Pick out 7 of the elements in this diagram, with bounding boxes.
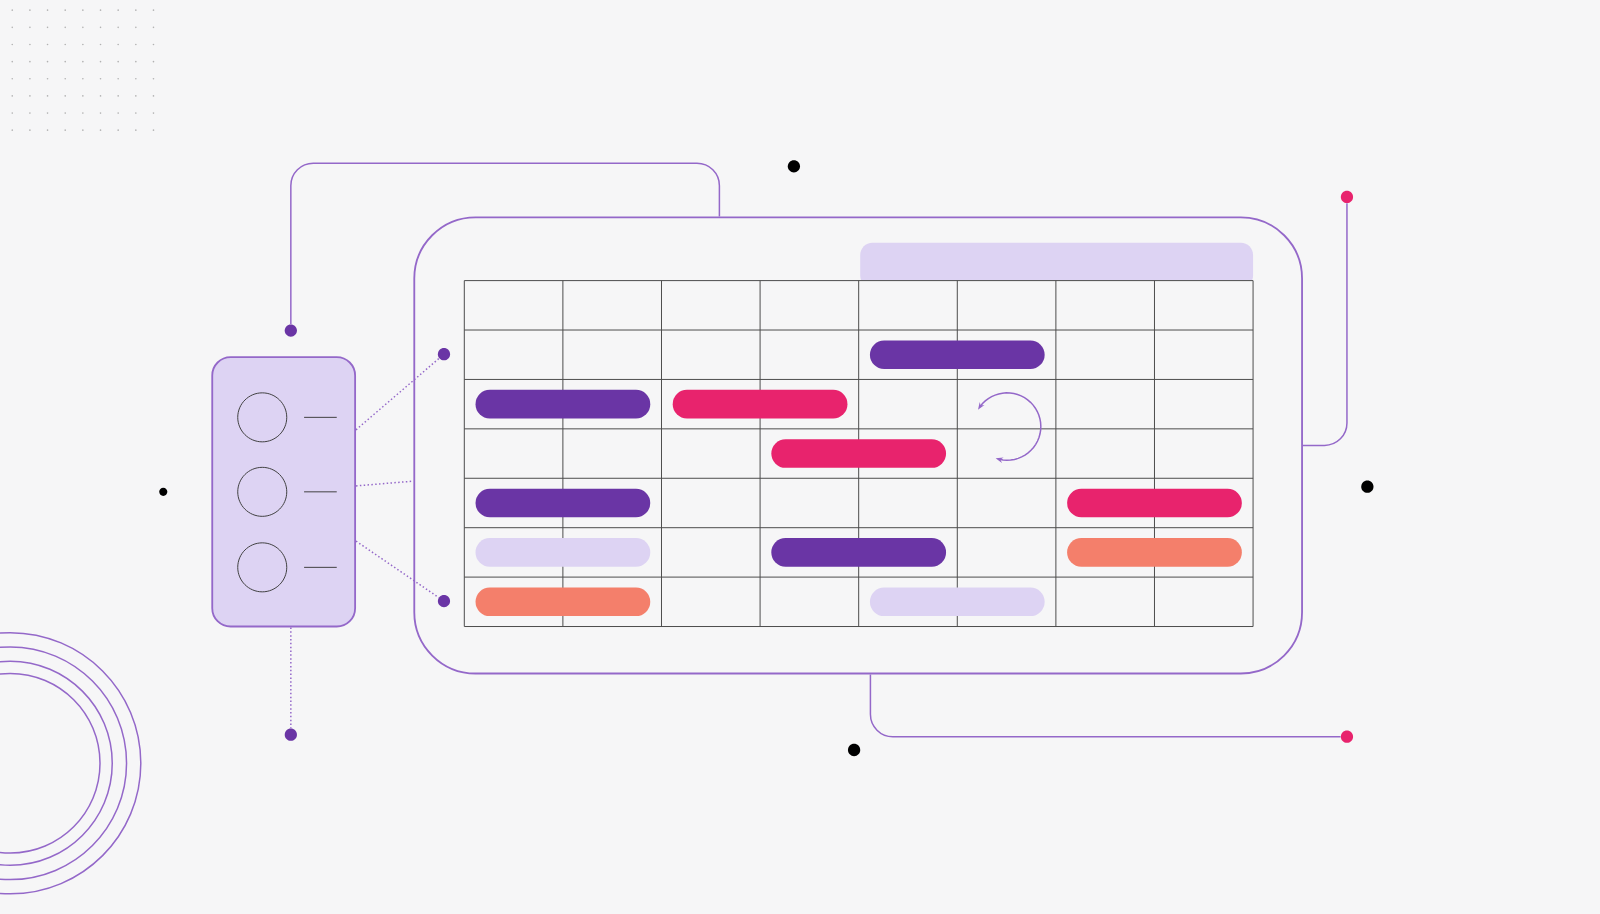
sidebar-panel [211, 356, 357, 628]
connector-line [1302, 202, 1348, 447]
connector-line [355, 540, 440, 599]
connector-line [290, 626, 292, 730]
connector-line [290, 162, 721, 325]
connector-line [869, 673, 1342, 738]
connector-line [355, 357, 440, 431]
